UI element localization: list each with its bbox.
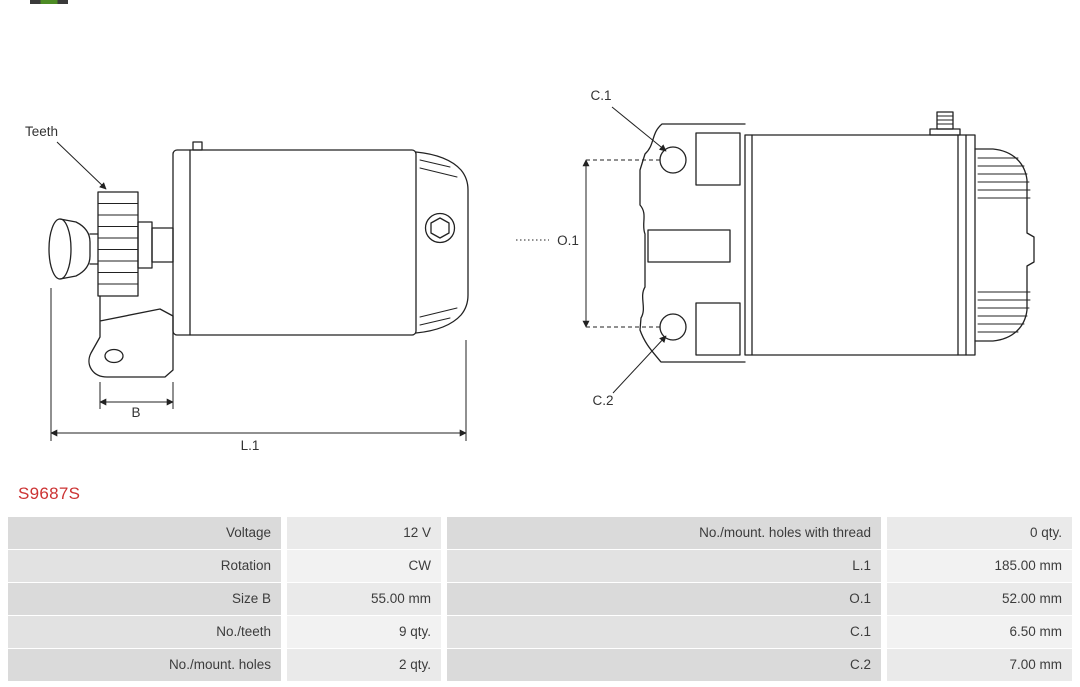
spec-label: C.2 [447,649,881,681]
part-number: S9687S [18,484,81,503]
spec-label: L.1 [447,550,881,582]
dim-label-c2: C.2 [592,393,613,408]
spec-value: 2 qty. [287,649,441,681]
flange-view-dimensions [516,106,667,394]
spec-value: 12 V [287,517,441,549]
dim-label-o1: O.1 [557,233,579,248]
spec-value: 185.00 mm [887,550,1072,582]
spec-value: 7.00 mm [887,649,1072,681]
spec-value: 55.00 mm [287,583,441,615]
spec-table: Voltage 12 V No./mount. holes with threa… [8,517,1072,681]
dim-label-b: B [131,405,140,420]
spec-value: 6.50 mm [887,616,1072,648]
motor-body [172,149,417,336]
hex-bolt [424,212,456,244]
spec-label: O.1 [447,583,881,615]
side-view-dimensions [50,141,467,441]
starter-flange-view [639,111,1035,363]
dim-label-l1: L.1 [241,438,260,453]
logo-fragment [30,0,68,4]
mount-hole-c1 [659,146,687,174]
teeth-label: Teeth [25,124,58,139]
spec-value: 0 qty. [887,517,1072,549]
motor-body-top [744,134,976,356]
spec-label: No./mount. holes with thread [447,517,881,549]
spec-label: Size B [8,583,281,615]
spec-value: 52.00 mm [887,583,1072,615]
starter-side-view [48,141,469,378]
spec-label: C.1 [447,616,881,648]
mount-hole-c2 [659,313,687,341]
gear-teeth [97,191,139,297]
spec-value: 9 qty. [287,616,441,648]
technical-drawing: Teeth B L.1 C.1 O.1 C.2 [25,88,1035,453]
spec-label: No./teeth [8,616,281,648]
spec-label: Rotation [8,550,281,582]
spec-label: Voltage [8,517,281,549]
spec-value: CW [287,550,441,582]
spec-label: No./mount. holes [8,649,281,681]
mounting-bracket [88,295,174,378]
dim-label-c1: C.1 [590,88,611,103]
